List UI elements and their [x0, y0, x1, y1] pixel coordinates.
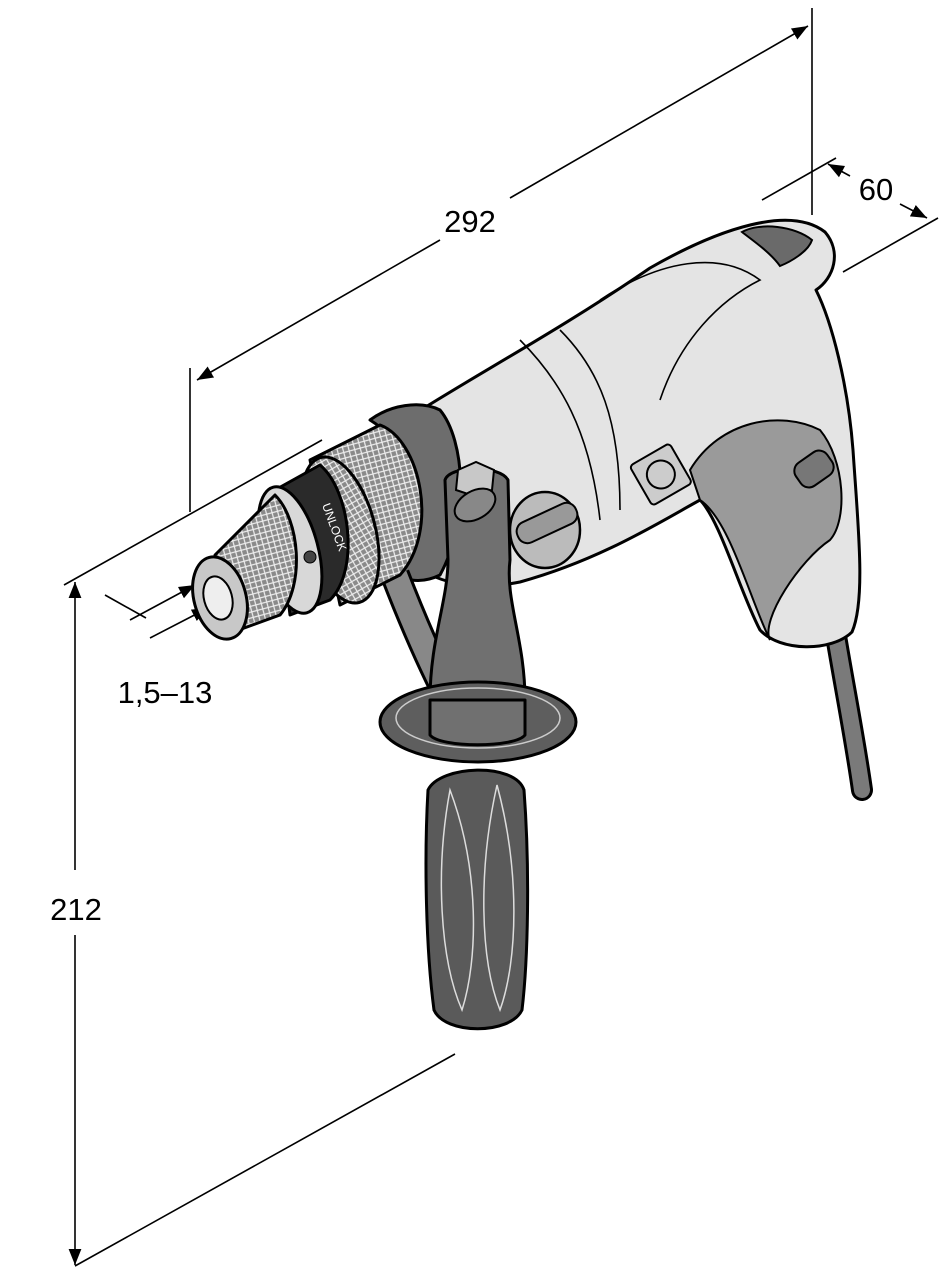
dimension-line: [827, 163, 851, 178]
air-vent: [740, 225, 814, 268]
drill-illustration: UNLOCK: [191, 218, 873, 1031]
dimension-line: [509, 25, 809, 199]
extension-line: [761, 157, 837, 201]
chuck-range-label: 1,5–13: [118, 675, 213, 710]
width-label: 60: [859, 172, 893, 207]
keyless-chuck: UNLOCK: [191, 423, 424, 641]
dimension-width: 60: [761, 157, 939, 273]
dimension-length: 292: [189, 8, 813, 512]
extension-line: [63, 439, 323, 586]
brand-logo: [629, 443, 692, 506]
extension-line: [74, 1053, 456, 1267]
handle-grip-bar: [424, 768, 530, 1031]
lock-button: [793, 449, 835, 489]
extension-line: [842, 217, 939, 273]
side-handle: [378, 460, 578, 1031]
height-label: 212: [50, 892, 102, 927]
length-label: 292: [444, 204, 496, 239]
dimension-height: 212: [50, 439, 456, 1267]
dimension-line: [899, 203, 928, 219]
dimension-line: [129, 584, 196, 621]
dimension-chuck-range: 1,5–13: [104, 584, 213, 710]
dimension-line: [196, 239, 441, 381]
